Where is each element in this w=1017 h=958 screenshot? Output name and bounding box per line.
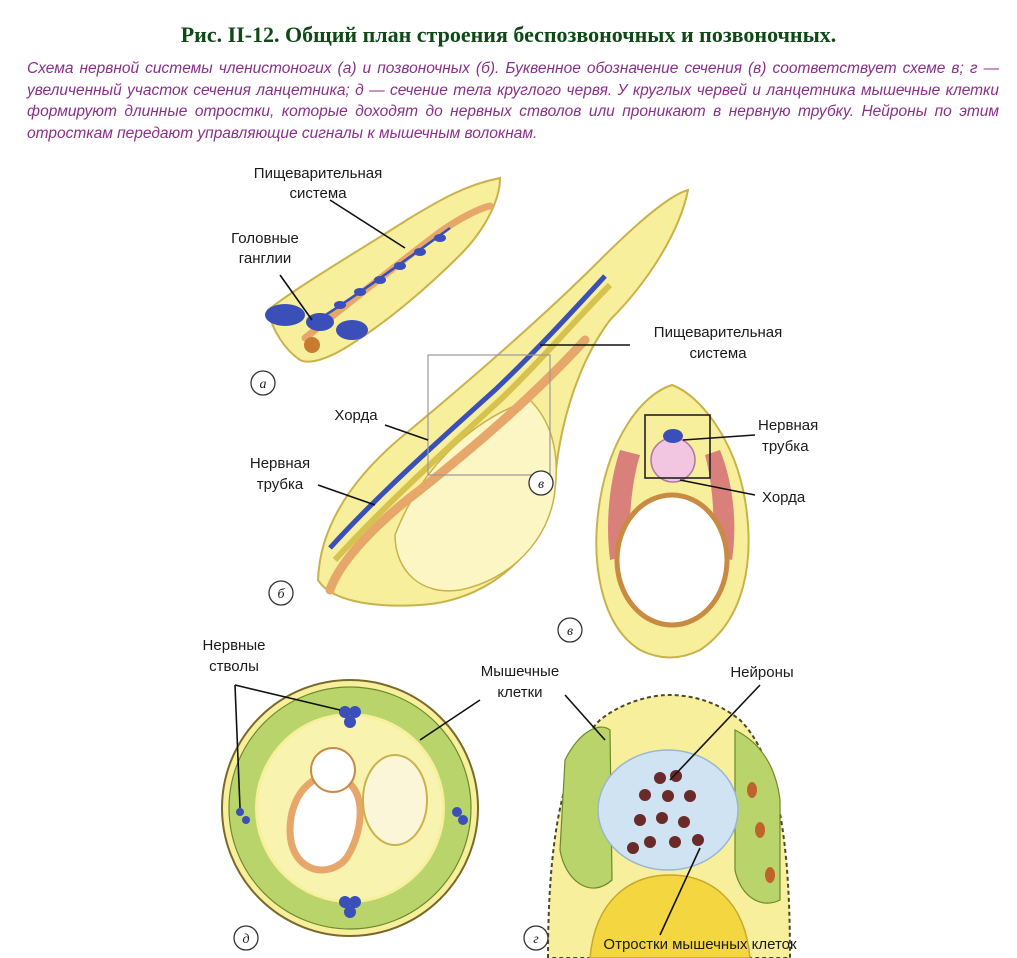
nerve-trunk-dorsal (339, 706, 361, 728)
panel-a-letter: а (260, 377, 267, 392)
label-g-muscle-2: клетки (497, 684, 542, 701)
section-muscles-left (608, 450, 640, 560)
label-g-muscle-1: Мышечные (481, 663, 559, 680)
panel-b-section-letter: в (538, 477, 544, 492)
panel-b-section-marker (528, 470, 554, 496)
label-g-neurons: Нейроны (730, 664, 793, 681)
leader-v-neural (682, 434, 756, 441)
panel-v-letter: в (567, 624, 573, 639)
label-a-ganglia-1: Головные (231, 230, 299, 247)
leader-g-muscle-to-d (419, 699, 481, 741)
g-muscle-nuclei (747, 782, 775, 883)
section-muscles-right (705, 450, 735, 560)
figure-title: Рис. II-12. Общий план строения беспозво… (180, 22, 837, 47)
arthropod-body (266, 176, 502, 363)
label-v-chorda: Хорда (762, 489, 806, 506)
label-b-neural-1: Нервная (250, 455, 310, 472)
worm-gut (286, 772, 364, 874)
leader-d-dorsal (234, 684, 341, 711)
lancelet-neural-tube (328, 274, 607, 550)
label-g-processes: Отростки мышечных клеток (603, 936, 797, 953)
nerve-trunk-left (236, 808, 250, 824)
label-d-trunks-2: стволы (209, 658, 259, 675)
leader-g-muscle (564, 694, 606, 741)
panel-a-arthropod: Пищеварительная система Головные ганглии… (231, 165, 502, 396)
leader-a-digestive (329, 199, 406, 249)
nerve-trunk-right (452, 807, 468, 825)
lancelet-chorda (332, 282, 613, 563)
label-v-neural-2: трубка (762, 438, 809, 455)
panel-g-letter: г (533, 932, 539, 947)
g-neurons (627, 770, 704, 854)
panel-d-roundworm: Нервные стволы д (203, 637, 481, 951)
leader-b-chorda (384, 424, 429, 441)
label-b-chorda: Хорда (334, 407, 378, 424)
leader-b-neural (317, 484, 376, 506)
worm-muscle-ring-outline (228, 686, 472, 930)
section-neural-tube (663, 429, 683, 443)
section-marker-box (427, 354, 551, 476)
g-neural-tube (597, 749, 739, 871)
head-ganglia (265, 304, 368, 353)
leader-d-left (234, 684, 241, 809)
panel-d-marker (233, 925, 259, 951)
arthropod-ganglia (334, 234, 446, 309)
panel-g-enlarged-section: Мышечные клетки Нейроны Отростки мышечны… (481, 663, 797, 958)
g-chorda (589, 874, 751, 958)
label-a-ganglia-2: ганглии (239, 250, 291, 267)
lancelet-gut (325, 335, 590, 595)
panel-v-cross-section: Нервная трубка Хорда в (557, 383, 818, 659)
g-muscle-left (559, 726, 613, 889)
figure-caption: Схема нервной системы членистоногих (а) … (27, 60, 999, 142)
g-muscle-right (734, 729, 781, 904)
section-zoom-box (644, 414, 711, 479)
label-b-neural-2: трубка (257, 476, 304, 493)
leader-g-processes (659, 847, 701, 936)
label-a-digestive-1: Пищеварительная (254, 165, 382, 182)
section-pharynx (614, 492, 730, 628)
label-d-trunks-1: Нервные (203, 637, 266, 654)
panel-a-marker (250, 370, 276, 396)
panel-b-letter: б (277, 587, 285, 602)
label-b-digestive-2: система (689, 345, 747, 362)
worm-pharynx (310, 747, 356, 793)
panel-d-letter: д (242, 932, 249, 947)
nerve-trunk-ventral (339, 896, 361, 918)
worm-gonad (362, 754, 428, 846)
section-chorda (650, 437, 696, 483)
panel-b-marker (268, 580, 294, 606)
panel-g-marker (523, 925, 549, 951)
leader-g-neurons (669, 684, 761, 781)
panel-v-marker (557, 617, 583, 643)
label-b-digestive-1: Пищеварительная (654, 324, 782, 341)
label-v-neural-1: Нервная (758, 417, 818, 434)
label-a-digestive-2: система (289, 185, 347, 202)
leader-a-ganglia (279, 274, 313, 321)
leader-v-chorda (679, 479, 756, 496)
panel-b-lancelet: Пищеварительная система Хорда Нервная тр… (250, 188, 782, 607)
